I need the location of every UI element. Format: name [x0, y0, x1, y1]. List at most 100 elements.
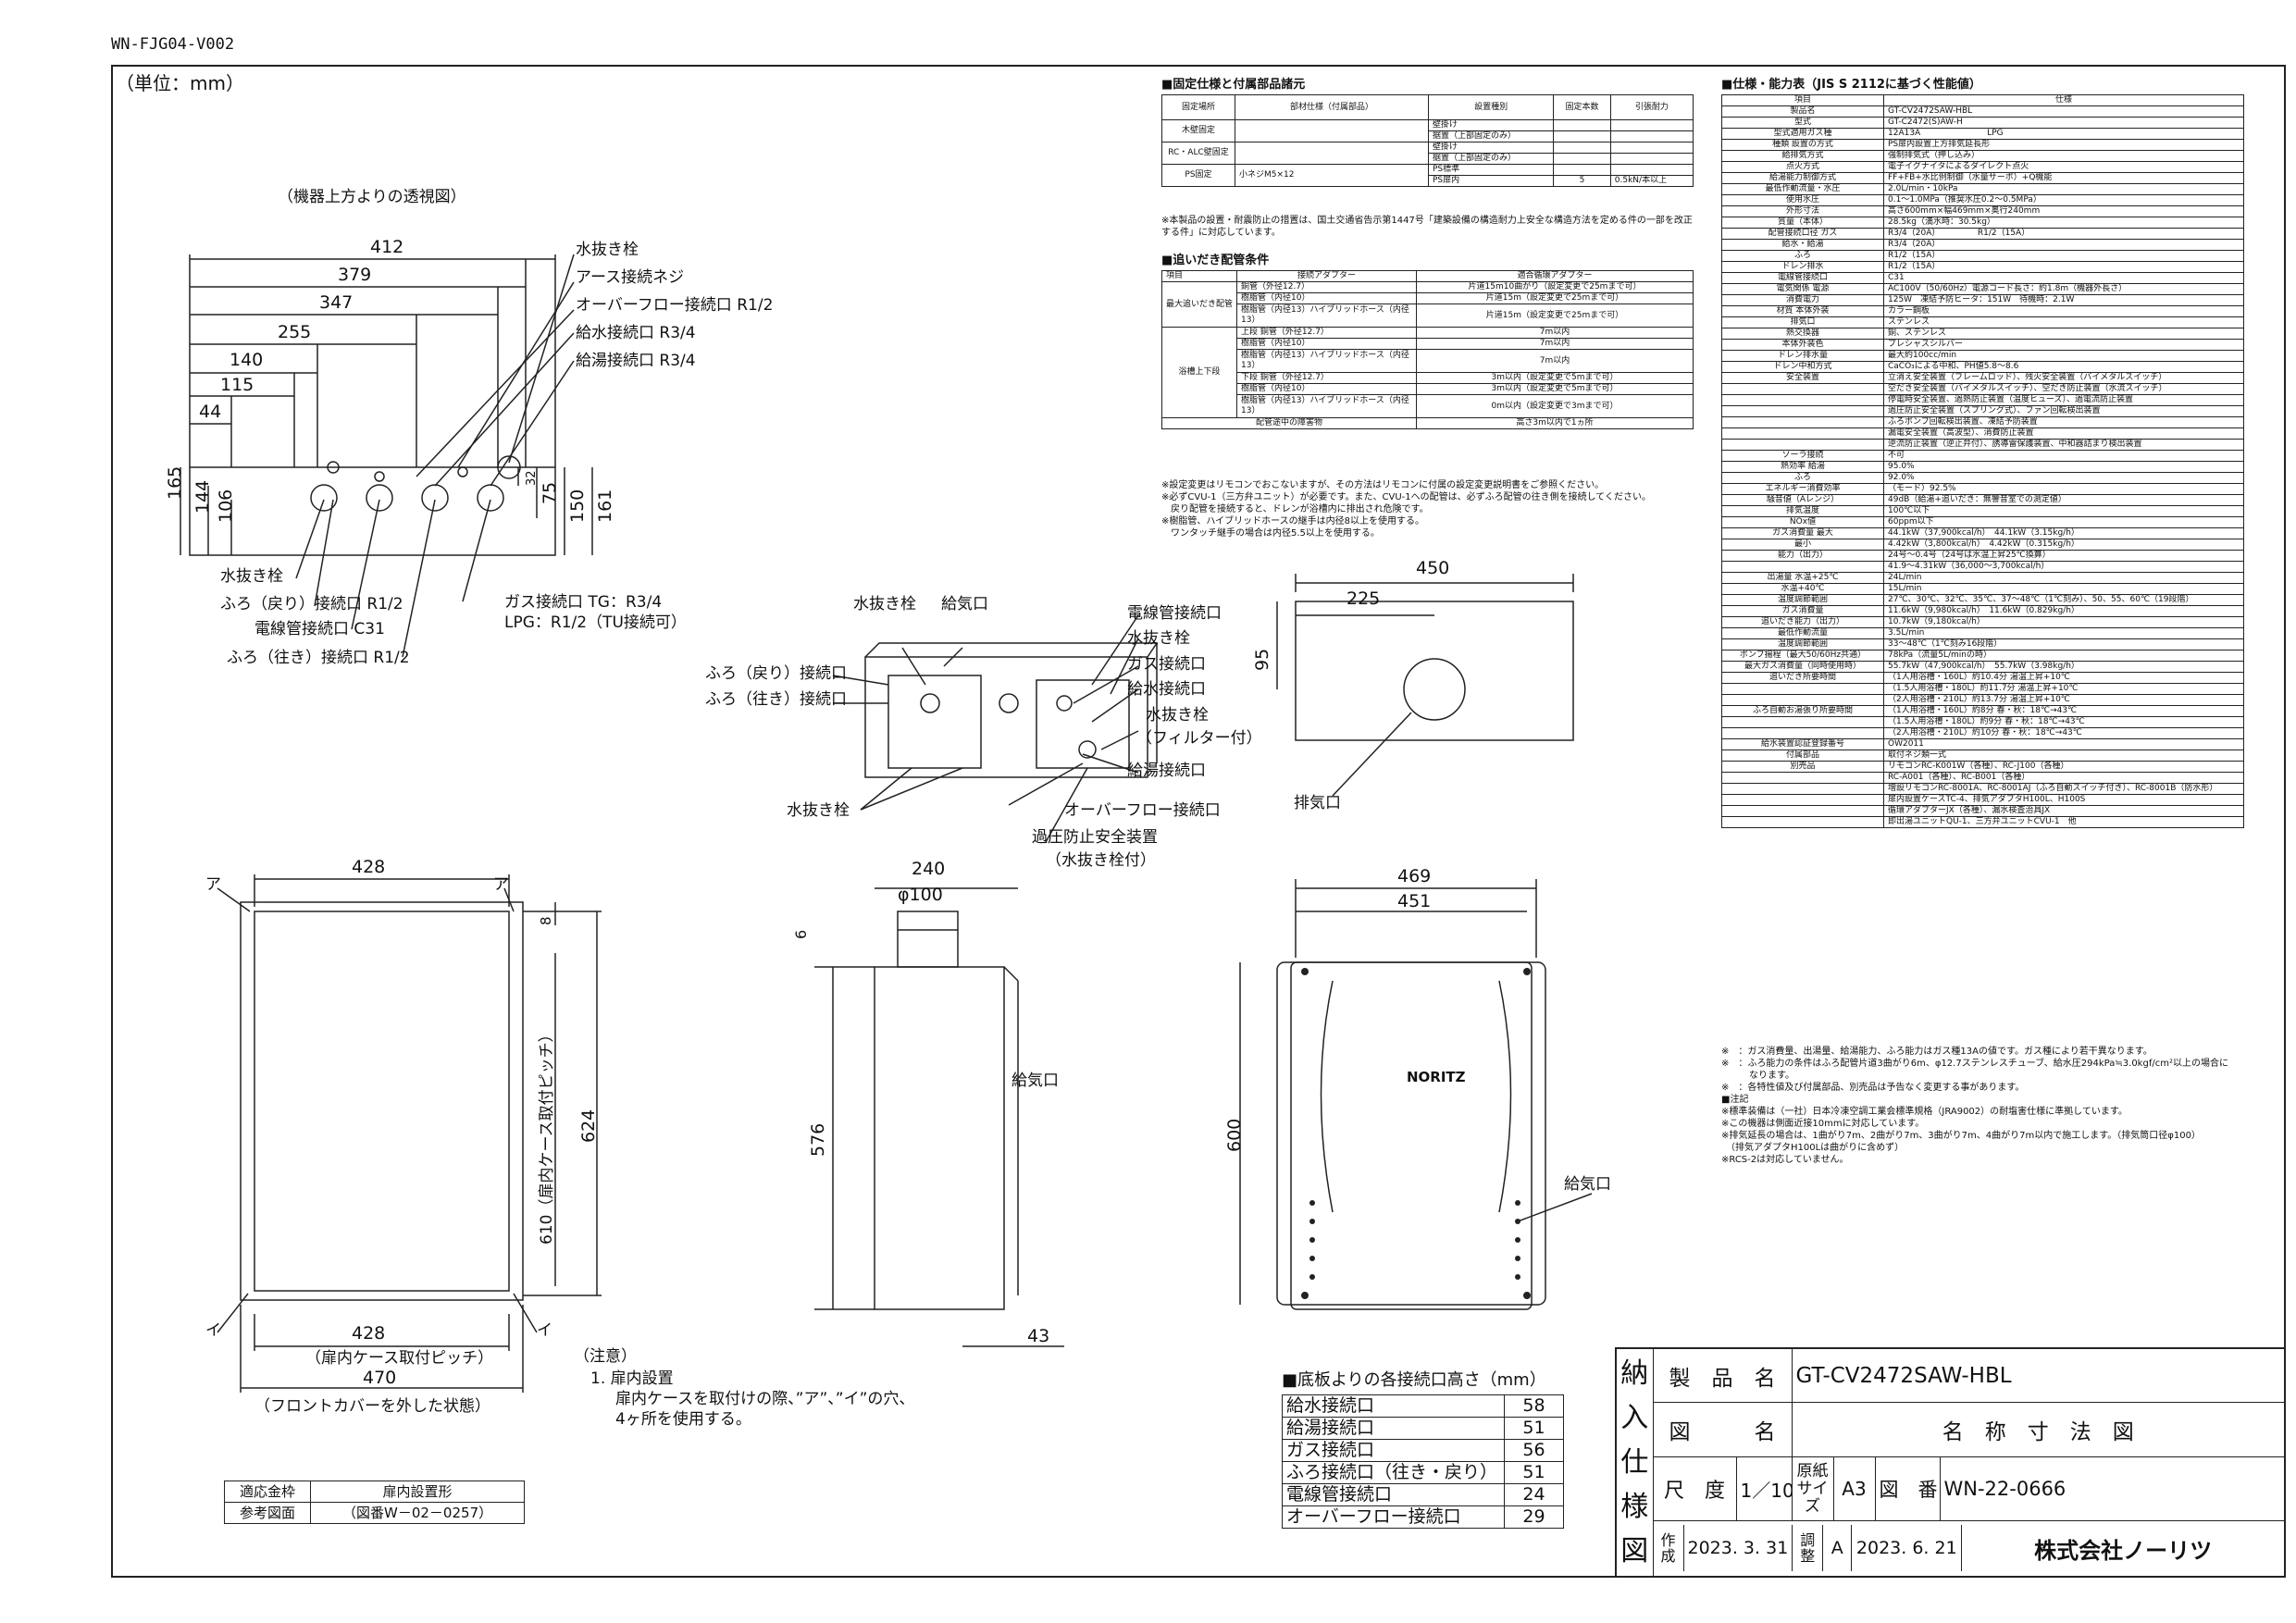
- spec-note: ■注記: [1721, 1095, 1749, 1105]
- spec-note: ※排気延長の場合は、1曲がり7m、2曲がり7m、3曲がり7m、4曲がり7m以内で…: [1721, 1131, 2201, 1141]
- fc-mark-i-right: イ: [537, 1321, 552, 1340]
- piping-header: 接続アダプター: [1236, 270, 1418, 282]
- piping-cell: 最大追いだき配管: [1160, 281, 1238, 328]
- piping-cell: 樹脂管（内径10）: [1236, 338, 1418, 350]
- scale-label: 尺 度: [1652, 1456, 1737, 1521]
- adjusted-label: 調整: [1792, 1525, 1824, 1572]
- fixing-cell: RC・ALC壁固定: [1161, 142, 1235, 165]
- spec-item: 安全装置: [1721, 372, 1884, 384]
- sv-intake-label: 給気口: [1011, 1072, 1059, 1090]
- made-label: 作成: [1654, 1525, 1684, 1572]
- spec-item: ドレン排水: [1721, 261, 1884, 273]
- spec-value: （1人用浴槽・160L）約10.4分 湯温上昇+10℃: [1883, 672, 2244, 684]
- spec-item: [1721, 783, 1884, 795]
- drawing-no: WN-22-0666: [1939, 1456, 2286, 1521]
- spec-item: [1721, 427, 1884, 440]
- spec-item: [1721, 383, 1884, 395]
- vdim-161: 161: [595, 489, 615, 523]
- fc-dim-428-bottom: 428: [352, 1323, 386, 1344]
- tv-label-drain: 水抜き栓: [576, 241, 639, 259]
- spec-note: ※この機器は側面近接10mmに対応しています。: [1721, 1119, 1925, 1129]
- spec-value: PS扉内設置上方排気延長形: [1883, 139, 2244, 151]
- side-char: 納: [1620, 1357, 1649, 1390]
- spec-value: （1人用浴槽・160L）約8分 春・秋：18℃→43℃: [1883, 705, 2244, 717]
- spec-item: 能力（出力）: [1721, 550, 1884, 562]
- pv-label-filter: （フィルター付）: [1136, 729, 1262, 748]
- notes-line: 4ヶ所を使用する。: [600, 1410, 751, 1429]
- company-name: 株式会社ノーリツ: [2034, 1537, 2213, 1564]
- height-row-value: 51: [1504, 1461, 1564, 1484]
- spec-value: （1.5人用浴槽・180L）約11.7分 湯温上昇+10℃: [1883, 683, 2244, 695]
- sv-dim-576: 576: [808, 1122, 828, 1157]
- paper-size: A3: [1832, 1456, 1876, 1521]
- spec-item: 電気関係 電源: [1721, 283, 1884, 295]
- tv-label-bath-go: ふろ（往き）接続口 R1/2: [227, 649, 410, 667]
- spec-value: 4.42kW（3,800kcal/h） 4.42kW（0.315kg/h）: [1883, 539, 2244, 551]
- spec-value: 33～48℃（1℃刻み16段階）: [1883, 638, 2244, 650]
- fixing-cell: [1609, 130, 1694, 142]
- spec-item: 最小: [1721, 539, 1884, 551]
- spec-row: 停電時安全装置、過熱防止装置（温度ヒューズ）、過電流防止装置: [1721, 394, 2244, 406]
- spec-row: （1.5人用浴槽・180L）約9分 春・秋：18℃→43℃: [1721, 716, 2244, 728]
- spec-value: 強制排気式（押し込み）: [1883, 150, 2244, 162]
- spec-item: [1721, 772, 1884, 784]
- sv-dim-phi100: φ100: [898, 885, 943, 905]
- trv-exhaust-label: 排気口: [1294, 794, 1341, 812]
- fixing-spec-title: ■固定仕様と付属部品諸元: [1161, 78, 1306, 92]
- spec-value: 空だき安全装置（バイメタルスイッチ）、空だき防止装置（水流スイッチ）: [1883, 383, 2244, 395]
- spec-item: 電線管接続口: [1721, 272, 1884, 284]
- spec-row: RC-A001（各種）、RC-B001（各種）: [1721, 772, 2244, 784]
- figure-name-label: 図 名: [1652, 1402, 1793, 1458]
- spec-row: 点火方式電子イグナイタによるダイレクト点火: [1721, 161, 2244, 173]
- spec-value: 過圧防止安全装置（スプリング式）、ファン回転検出装置: [1883, 405, 2244, 417]
- spec-value: R1/2（15A）: [1883, 261, 2244, 273]
- dim-412: 412: [370, 237, 404, 257]
- spec-item: 温度調節範囲: [1721, 638, 1884, 650]
- tv-label-hot-out: 給湯接続口 R3/4: [576, 352, 696, 370]
- spec-item: エネルギー消費効率: [1721, 483, 1884, 495]
- pv-label-overflow: オーバーフロー接続口: [1064, 801, 1221, 820]
- spec-value: 100℃以下: [1883, 505, 2244, 517]
- spec-row: 過圧防止安全装置（スプリング式）、ファン回転検出装置: [1721, 405, 2244, 417]
- spec-value: 2.0L/min・10kPa: [1883, 183, 2244, 195]
- spec-row: エネルギー消費効率（モード）92.5%: [1721, 483, 2244, 495]
- spec-item: 最低作動流量・水圧: [1721, 183, 1884, 195]
- fixing-cell: [1553, 142, 1611, 154]
- height-row-value: 56: [1504, 1439, 1564, 1462]
- spec-row: 41.9～4.31kW（36,000～3,700kcal/h）: [1721, 561, 2244, 573]
- spec-row: 即出湯ユニットQU-1、三方弁ユニットCVU-1 他: [1721, 816, 2244, 828]
- heights-title: ■底板よりの各接続口高さ（mm）: [1282, 1370, 1546, 1390]
- fixing-cell: [1235, 142, 1429, 165]
- title-side-chars: 納 入 仕 様 図: [1615, 1347, 1654, 1578]
- spec-item: 最低作動流量: [1721, 627, 1884, 639]
- spec-value: 78kPa（流量5L/minの時）: [1883, 650, 2244, 662]
- spec-value: 0.1～1.0MPa（推奨水圧0.2～0.5MPa）: [1883, 194, 2244, 206]
- fc-front-cover-label: （フロントカバーを外した状態）: [254, 1397, 490, 1416]
- spec-value: （2人用浴槽・210L）約10分 春・秋：18℃→43℃: [1883, 727, 2244, 739]
- tv-label-overflow: オーバーフロー接続口 R1/2: [576, 296, 774, 315]
- pv-label-bath-return: ふろ（戻り）接続口: [705, 664, 847, 683]
- spec-row: 別売品リモコンRC-K001W（各種）、RC-J100（各種）: [1721, 761, 2244, 773]
- spec-row: 空だき安全装置（バイメタルスイッチ）、空だき防止装置（水流スイッチ）: [1721, 383, 2244, 395]
- spec-value: 不可: [1883, 450, 2244, 462]
- sv-dim-6: 6: [792, 929, 810, 939]
- spec-row: 外形寸法高さ600mm×幅469mm×奥行240mm: [1721, 205, 2244, 217]
- fixing-header: 設置種別: [1427, 94, 1555, 120]
- notes-line: 1. 扉内設置: [590, 1369, 674, 1388]
- piping-cell: 下段 銅管（外径12.7）: [1236, 372, 1418, 384]
- fixing-cell: [1609, 153, 1694, 165]
- side-char: 仕: [1620, 1445, 1649, 1479]
- fixing-cell: [1553, 164, 1611, 176]
- pv-label-conduit: 電線管接続口: [1127, 604, 1222, 623]
- spec-row: 循環アダプターJX（各種）、漏水検査治具JX: [1721, 805, 2244, 817]
- piping-cell: 3m以内（設定変更で5mまで可）: [1416, 372, 1694, 384]
- tv-label-conduit: 電線管接続口 C31: [254, 620, 385, 638]
- spec-item: 本体外装色: [1721, 339, 1884, 351]
- fc-dim-610: 610（扉内ケース取付ピッチ）: [538, 1026, 556, 1245]
- spec-item: 製品名: [1721, 105, 1884, 118]
- spec-value: 立消え安全装置（フレームロッド）、残火安全装置（バイメタルスイッチ）: [1883, 372, 2244, 384]
- spec-row: 材質 本体外装カラー鋼板: [1721, 305, 2244, 317]
- spec-item: ドレン中和方式: [1721, 361, 1884, 373]
